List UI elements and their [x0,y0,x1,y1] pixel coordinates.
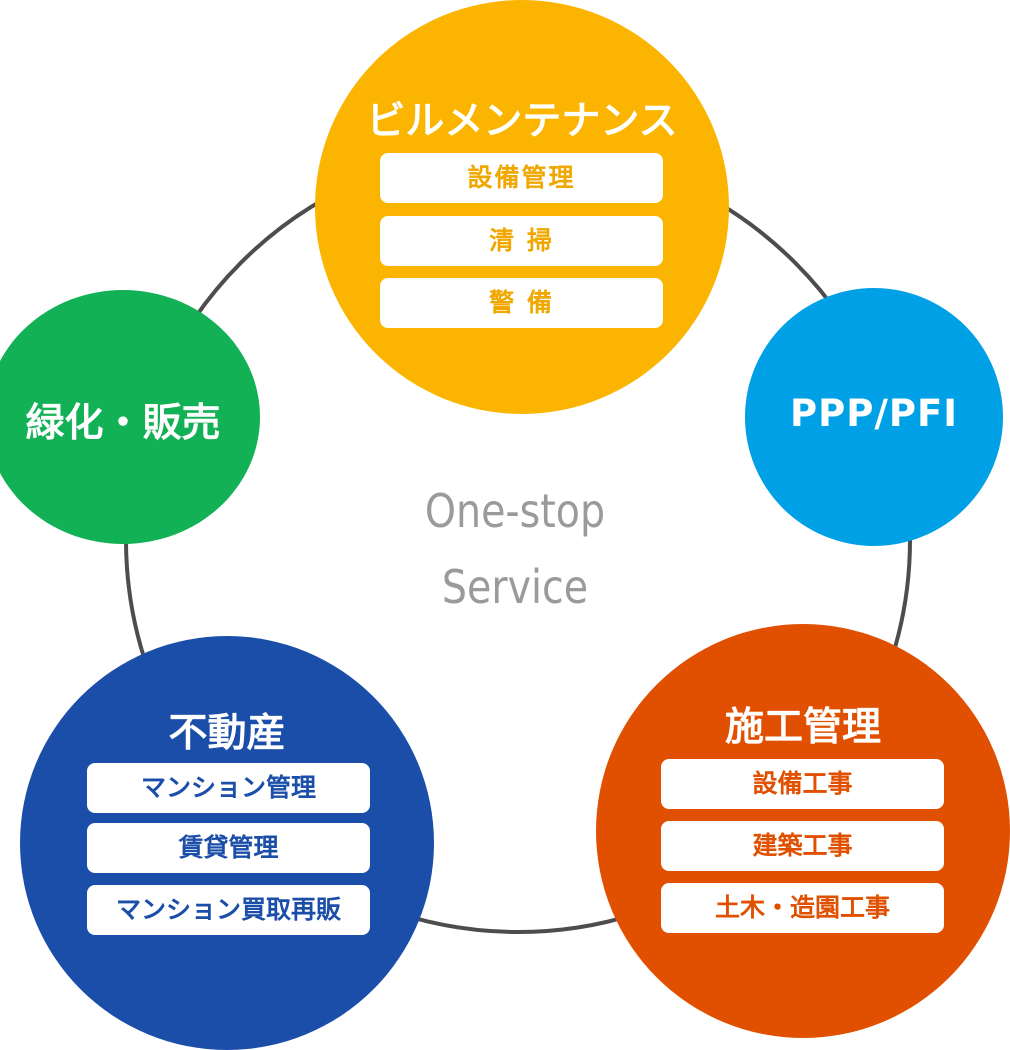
item-condominium-resale: マンション買取再販 [87,885,370,935]
node-title-ppp-pfi: PPP/PFI [789,392,959,435]
item-equipment-construction: 設備工事 [661,759,944,809]
item-building-construction: 建築工事 [661,821,944,871]
node-title-real-estate: 不動産 [168,711,286,756]
item-facility-management: 設備管理 [380,153,663,203]
item-cleaning: 清 掃 [380,216,663,266]
item-security: 警 備 [380,278,663,328]
node-ppp-pfi: PPP/PFI [745,288,1003,546]
node-title-building-maintenance: ビルメンテナンス [366,99,678,144]
center-label-line1: One-stop [424,484,606,538]
center-label-line2: Service [441,560,589,614]
node-title-construction-management: 施工管理 [724,705,881,750]
node-construction-management: 施工管理 設備工事 建築工事 土木・造園工事 [596,624,1010,1038]
item-civil-landscape-construction: 土木・造園工事 [661,883,944,933]
item-rental-management: 賃貸管理 [87,823,370,873]
node-building-maintenance: ビルメンテナンス 設備管理 清 掃 警 備 [315,0,729,414]
item-condominium-management: マンション管理 [87,763,370,813]
node-greening-sales: 緑化・販売 [0,290,260,544]
node-real-estate: 不動産 マンション管理 賃貸管理 マンション買取再販 [20,636,434,1050]
node-title-greening-sales: 緑化・販売 [25,401,221,446]
